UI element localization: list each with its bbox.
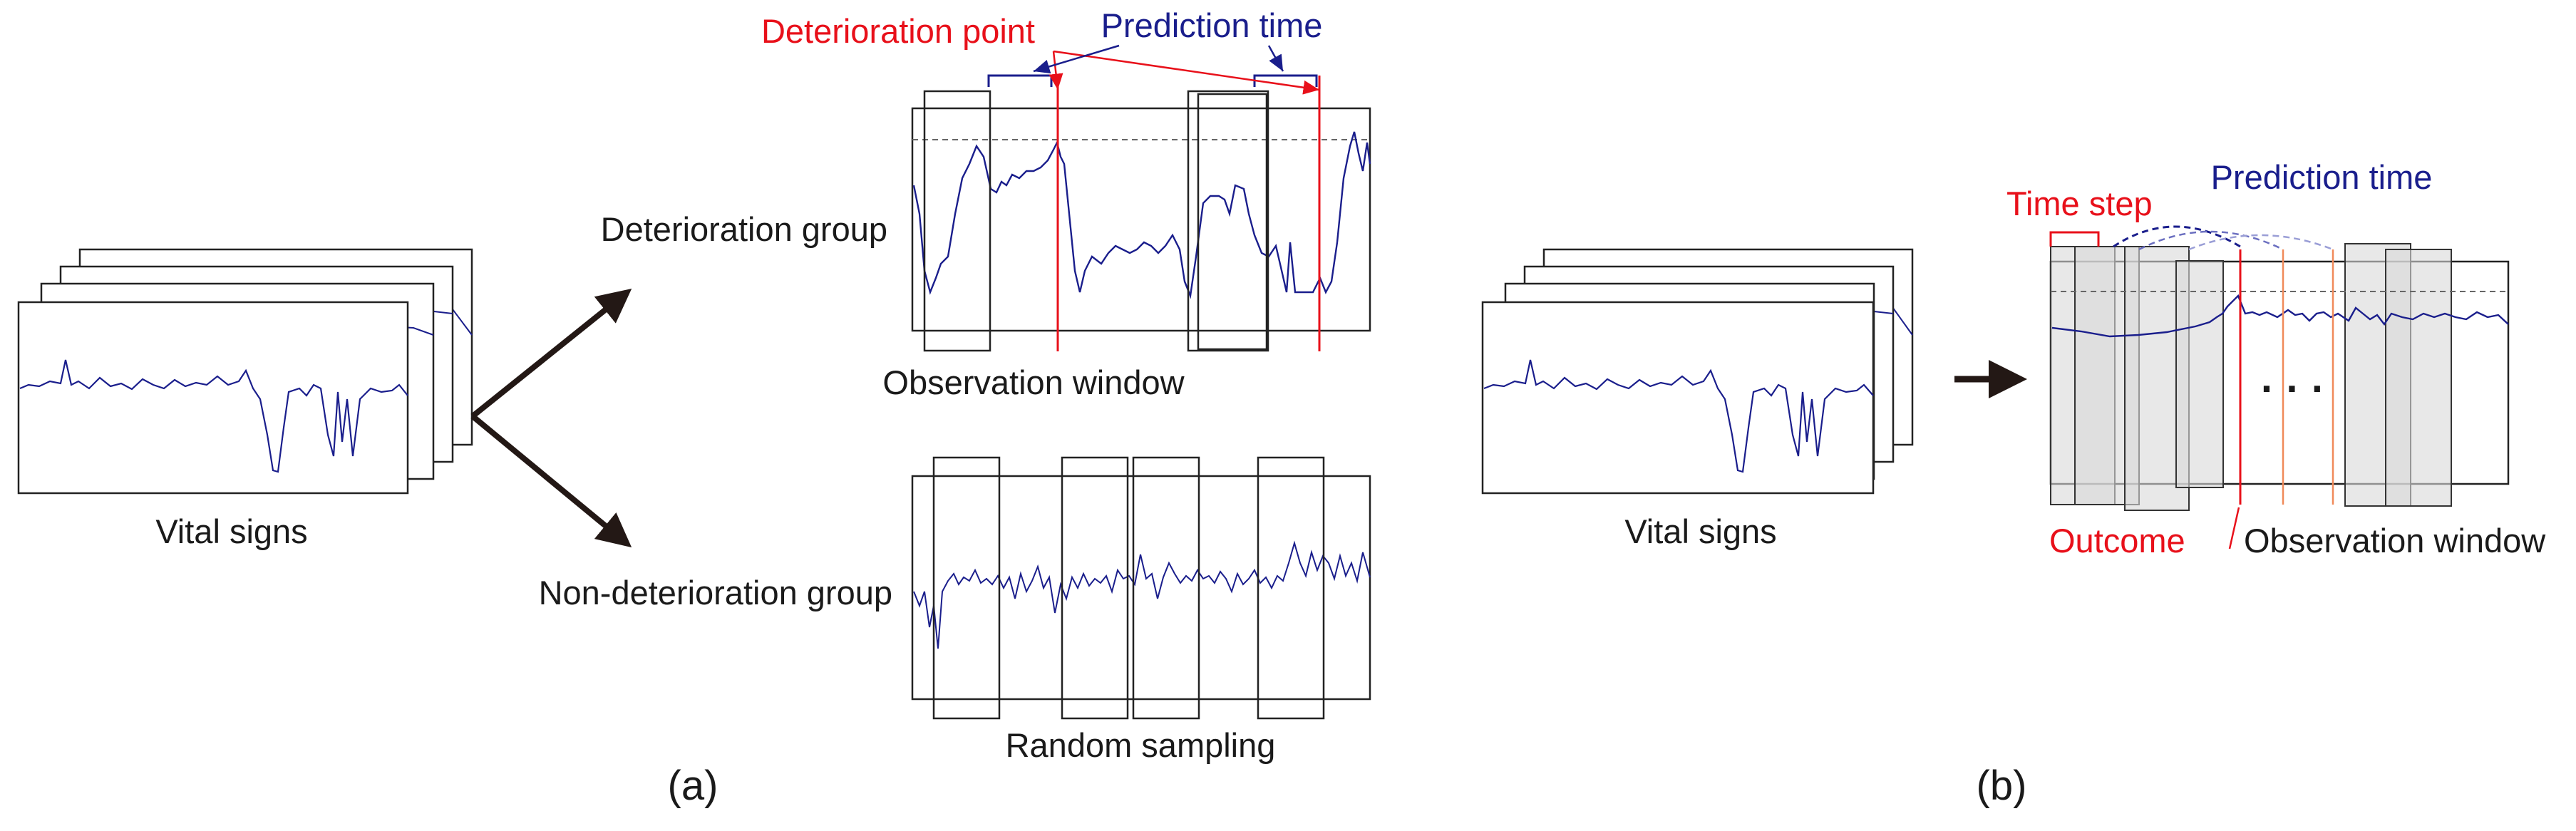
prediction-arc-2 — [2138, 230, 2284, 251]
arrow-to-non-deterioration — [470, 413, 632, 548]
panel-a: Vital signs Deterioration group Non-dete… — [17, 6, 1371, 809]
random-window-3 — [1132, 456, 1200, 720]
deterioration-point-arrow-1 — [1049, 51, 1063, 91]
non-deterioration-plot-frame — [911, 475, 1371, 701]
non-deterioration-group-label: Non-deterioration group — [539, 574, 892, 611]
vital-signs-label-a: Vital signs — [155, 512, 307, 550]
panel-b-label: (b) — [1977, 763, 2027, 809]
deterioration-point-arrow-2 — [1053, 50, 1320, 95]
vital-signs-label-b: Vital signs — [1624, 512, 1776, 550]
outcome-pointer — [2228, 507, 2240, 549]
observation-window-1 — [923, 90, 991, 352]
non-deterioration-trace — [913, 540, 1371, 649]
outcome-label: Outcome — [2049, 522, 2185, 559]
vital-sheet-b-front-trace — [1483, 359, 1874, 473]
prediction-time-label-a: Prediction time — [1101, 6, 1323, 44]
random-window-2 — [1061, 456, 1129, 720]
prediction-bracket-1 — [987, 74, 1053, 87]
vital-sheet-front — [17, 301, 409, 495]
prediction-time-arrow-1 — [1033, 44, 1120, 74]
non-deterioration-plot: Random sampling — [911, 456, 1371, 764]
panel-a-label: (a) — [668, 763, 718, 809]
prediction-arc-3 — [2188, 234, 2334, 251]
prediction-arc-1 — [2113, 225, 2241, 248]
observation-window-3 — [1197, 93, 1268, 351]
observation-window-2 — [1187, 90, 1269, 352]
prediction-time-arrow-2 — [1267, 45, 1284, 72]
time-step-label: Time step — [2006, 185, 2153, 222]
random-window-1 — [932, 456, 1001, 720]
sliding-window-plot: Time step Prediction time · · · Outcome … — [2006, 158, 2546, 559]
vital-sheet-front-trace — [19, 359, 408, 473]
sliding-window-6 — [2385, 249, 2452, 507]
deterioration-point-label: Deterioration point — [761, 12, 1035, 50]
random-window-4 — [1257, 456, 1325, 720]
vital-sheet-b-front — [1481, 301, 1875, 495]
sliding-window-trace — [2051, 294, 2509, 338]
observation-window-label-b: Observation window — [2244, 522, 2546, 559]
deterioration-plot: Deterioration point Prediction time Obse… — [761, 6, 1371, 401]
ellipsis: · · · — [2261, 366, 2325, 412]
prediction-time-label-b: Prediction time — [2211, 158, 2433, 196]
vital-signs-stack-b: Vital signs — [1481, 248, 1914, 550]
vital-signs-stack-a: Vital signs — [17, 248, 473, 550]
random-sampling-label: Random sampling — [1006, 726, 1276, 764]
sliding-window-4 — [2175, 260, 2224, 488]
panel-b: Vital signs Time step Prediction time — [1481, 158, 2546, 809]
deterioration-plot-frame — [911, 107, 1371, 332]
deterioration-trace — [912, 131, 1371, 299]
arrow-to-deterioration — [470, 288, 632, 419]
deterioration-group-label: Deterioration group — [601, 210, 887, 248]
time-step-bracket — [2049, 231, 2100, 247]
observation-window-label-a: Observation window — [882, 363, 1185, 401]
